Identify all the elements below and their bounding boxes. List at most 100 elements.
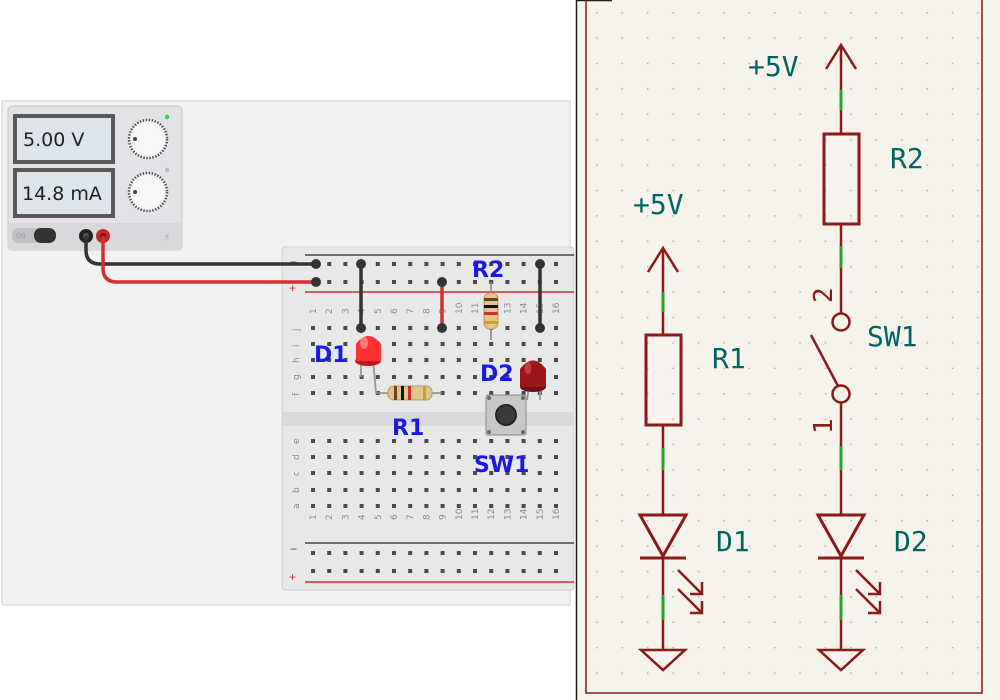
breadboard-hole[interactable] [424, 342, 429, 346]
switch-sw1-symbol[interactable] [809, 268, 851, 446]
breadboard-hole[interactable] [473, 375, 477, 379]
on-switch[interactable]: ON [12, 228, 56, 243]
breadboard-hole[interactable] [456, 326, 461, 330]
breadboard-hole[interactable] [343, 455, 348, 459]
breadboard-hole[interactable] [456, 455, 461, 459]
breadboard-hole[interactable] [327, 455, 332, 459]
rail-hole[interactable] [505, 551, 510, 555]
rail-hole[interactable] [473, 569, 477, 573]
breadboard-hole[interactable] [311, 488, 315, 492]
resistor-r1-symbol[interactable] [644, 312, 683, 448]
rail-hole[interactable] [375, 280, 380, 284]
breadboard-hole[interactable] [440, 504, 445, 508]
breadboard-hole[interactable] [375, 455, 380, 459]
breadboard-hole[interactable] [424, 488, 429, 492]
breadboard-hole[interactable] [473, 358, 477, 362]
breadboard-hole[interactable] [537, 471, 542, 475]
breadboard-hole[interactable] [521, 488, 526, 492]
breadboard-hole[interactable] [327, 342, 332, 346]
breadboard-hole[interactable] [537, 439, 542, 443]
breadboard-hole[interactable] [521, 439, 526, 443]
rail-hole[interactable] [375, 551, 380, 555]
negative-supply-wire[interactable] [84, 236, 316, 266]
breadboard-hole[interactable] [408, 488, 413, 492]
breadboard-hole[interactable] [327, 488, 332, 492]
rail-hole[interactable] [343, 262, 348, 266]
breadboard-hole[interactable] [489, 439, 494, 443]
breadboard-hole[interactable] [537, 358, 542, 362]
breadboard-hole[interactable] [440, 455, 445, 459]
breadboard-hole[interactable] [392, 358, 396, 362]
breadboard-hole[interactable] [554, 455, 558, 459]
rail-hole[interactable] [440, 569, 445, 573]
breadboard-hole[interactable] [440, 375, 445, 379]
breadboard-hole[interactable] [408, 358, 413, 362]
rail-hole[interactable] [327, 569, 332, 573]
breadboard-hole[interactable] [327, 375, 332, 379]
breadboard-hole[interactable] [489, 504, 494, 508]
breadboard-hole[interactable] [456, 342, 461, 346]
power-symbol-right[interactable] [824, 42, 858, 110]
rail-hole[interactable] [473, 262, 477, 266]
voltage-knob[interactable] [127, 118, 169, 160]
breadboard-hole[interactable] [521, 455, 526, 459]
rail-hole[interactable] [505, 262, 510, 266]
rail-hole[interactable] [489, 551, 494, 555]
breadboard-hole[interactable] [505, 358, 510, 362]
breadboard-hole[interactable] [440, 342, 445, 346]
breadboard-hole[interactable] [554, 326, 558, 330]
breadboard-hole[interactable] [489, 471, 494, 475]
breadboard-hole[interactable] [375, 375, 380, 379]
rail-hole[interactable] [537, 551, 542, 555]
resistor-r1[interactable] [376, 385, 442, 401]
rail-hole[interactable] [375, 262, 380, 266]
breadboard-hole[interactable] [343, 391, 348, 395]
breadboard-hole[interactable] [424, 504, 429, 508]
breadboard-hole[interactable] [473, 439, 477, 443]
current-knob[interactable] [127, 171, 169, 213]
rail-hole[interactable] [456, 569, 461, 573]
breadboard-hole[interactable] [456, 358, 461, 362]
breadboard-hole[interactable] [554, 504, 558, 508]
breadboard-hole[interactable] [505, 488, 510, 492]
breadboard-hole[interactable] [327, 326, 332, 330]
rail-hole[interactable] [505, 280, 510, 284]
breadboard-hole[interactable] [489, 358, 494, 362]
rail-hole[interactable] [505, 569, 510, 573]
rail-hole[interactable] [359, 569, 364, 573]
breadboard-hole[interactable] [440, 358, 445, 362]
breadboard-hole[interactable] [392, 326, 396, 330]
power-symbol-left[interactable] [646, 245, 680, 312]
breadboard-hole[interactable] [537, 504, 542, 508]
breadboard-hole[interactable] [456, 504, 461, 508]
breadboard-hole[interactable] [456, 375, 461, 379]
breadboard-hole[interactable] [343, 488, 348, 492]
breadboard-hole[interactable] [311, 439, 315, 443]
breadboard-hole[interactable] [489, 342, 494, 346]
resistor-r2[interactable] [483, 282, 499, 340]
rail-hole[interactable] [343, 569, 348, 573]
breadboard-hole[interactable] [327, 471, 332, 475]
breadboard-hole[interactable] [311, 326, 315, 330]
breadboard-hole[interactable] [424, 358, 429, 362]
breadboard-hole[interactable] [327, 439, 332, 443]
breadboard-hole[interactable] [424, 439, 429, 443]
rail-hole[interactable] [554, 551, 558, 555]
breadboard-hole[interactable] [311, 358, 315, 362]
breadboard-hole[interactable] [537, 342, 542, 346]
pushbutton-sw1[interactable] [485, 394, 527, 436]
breadboard-hole[interactable] [473, 455, 477, 459]
breadboard-hole[interactable] [456, 488, 461, 492]
breadboard-hole[interactable] [343, 504, 348, 508]
breadboard-hole[interactable] [408, 504, 413, 508]
breadboard-hole[interactable] [554, 375, 558, 379]
rail-hole[interactable] [392, 280, 396, 284]
rail-hole[interactable] [424, 551, 429, 555]
breadboard-hole[interactable] [554, 391, 558, 395]
breadboard-hole[interactable] [311, 391, 315, 395]
rail-hole[interactable] [408, 262, 413, 266]
breadboard-hole[interactable] [311, 375, 315, 379]
rail-hole[interactable] [327, 262, 332, 266]
breadboard-hole[interactable] [327, 391, 332, 395]
